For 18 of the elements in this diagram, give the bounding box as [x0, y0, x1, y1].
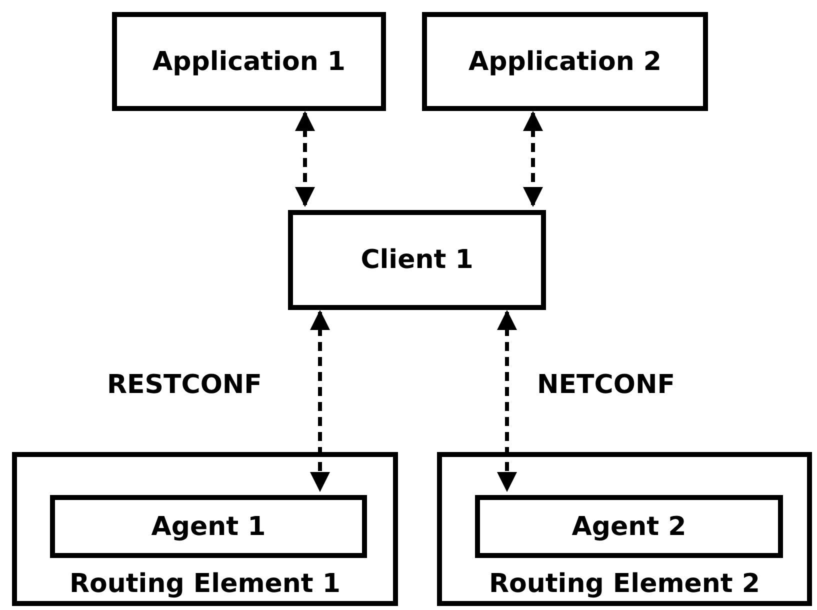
- process-box: [288, 210, 546, 310]
- dashed-arrow: [295, 111, 315, 207]
- process-box: [422, 12, 708, 111]
- box-label: Routing Element 1: [68, 569, 342, 599]
- box-label: Client 1: [360, 245, 474, 275]
- dashed-arrow: [523, 111, 543, 207]
- container-box: [437, 452, 812, 606]
- box-label: Agent 2: [570, 512, 688, 542]
- process-box: [112, 12, 386, 111]
- box-label: Routing Element 2: [488, 569, 762, 599]
- box-label: Application 2: [468, 46, 662, 76]
- process-box: [50, 495, 367, 558]
- dashed-arrow: [310, 310, 330, 492]
- box-label: Agent 1: [150, 512, 267, 542]
- process-box: [475, 495, 783, 558]
- dashed-arrow: [497, 310, 517, 492]
- box-label: Application 1: [152, 46, 346, 76]
- container-box: [12, 452, 398, 606]
